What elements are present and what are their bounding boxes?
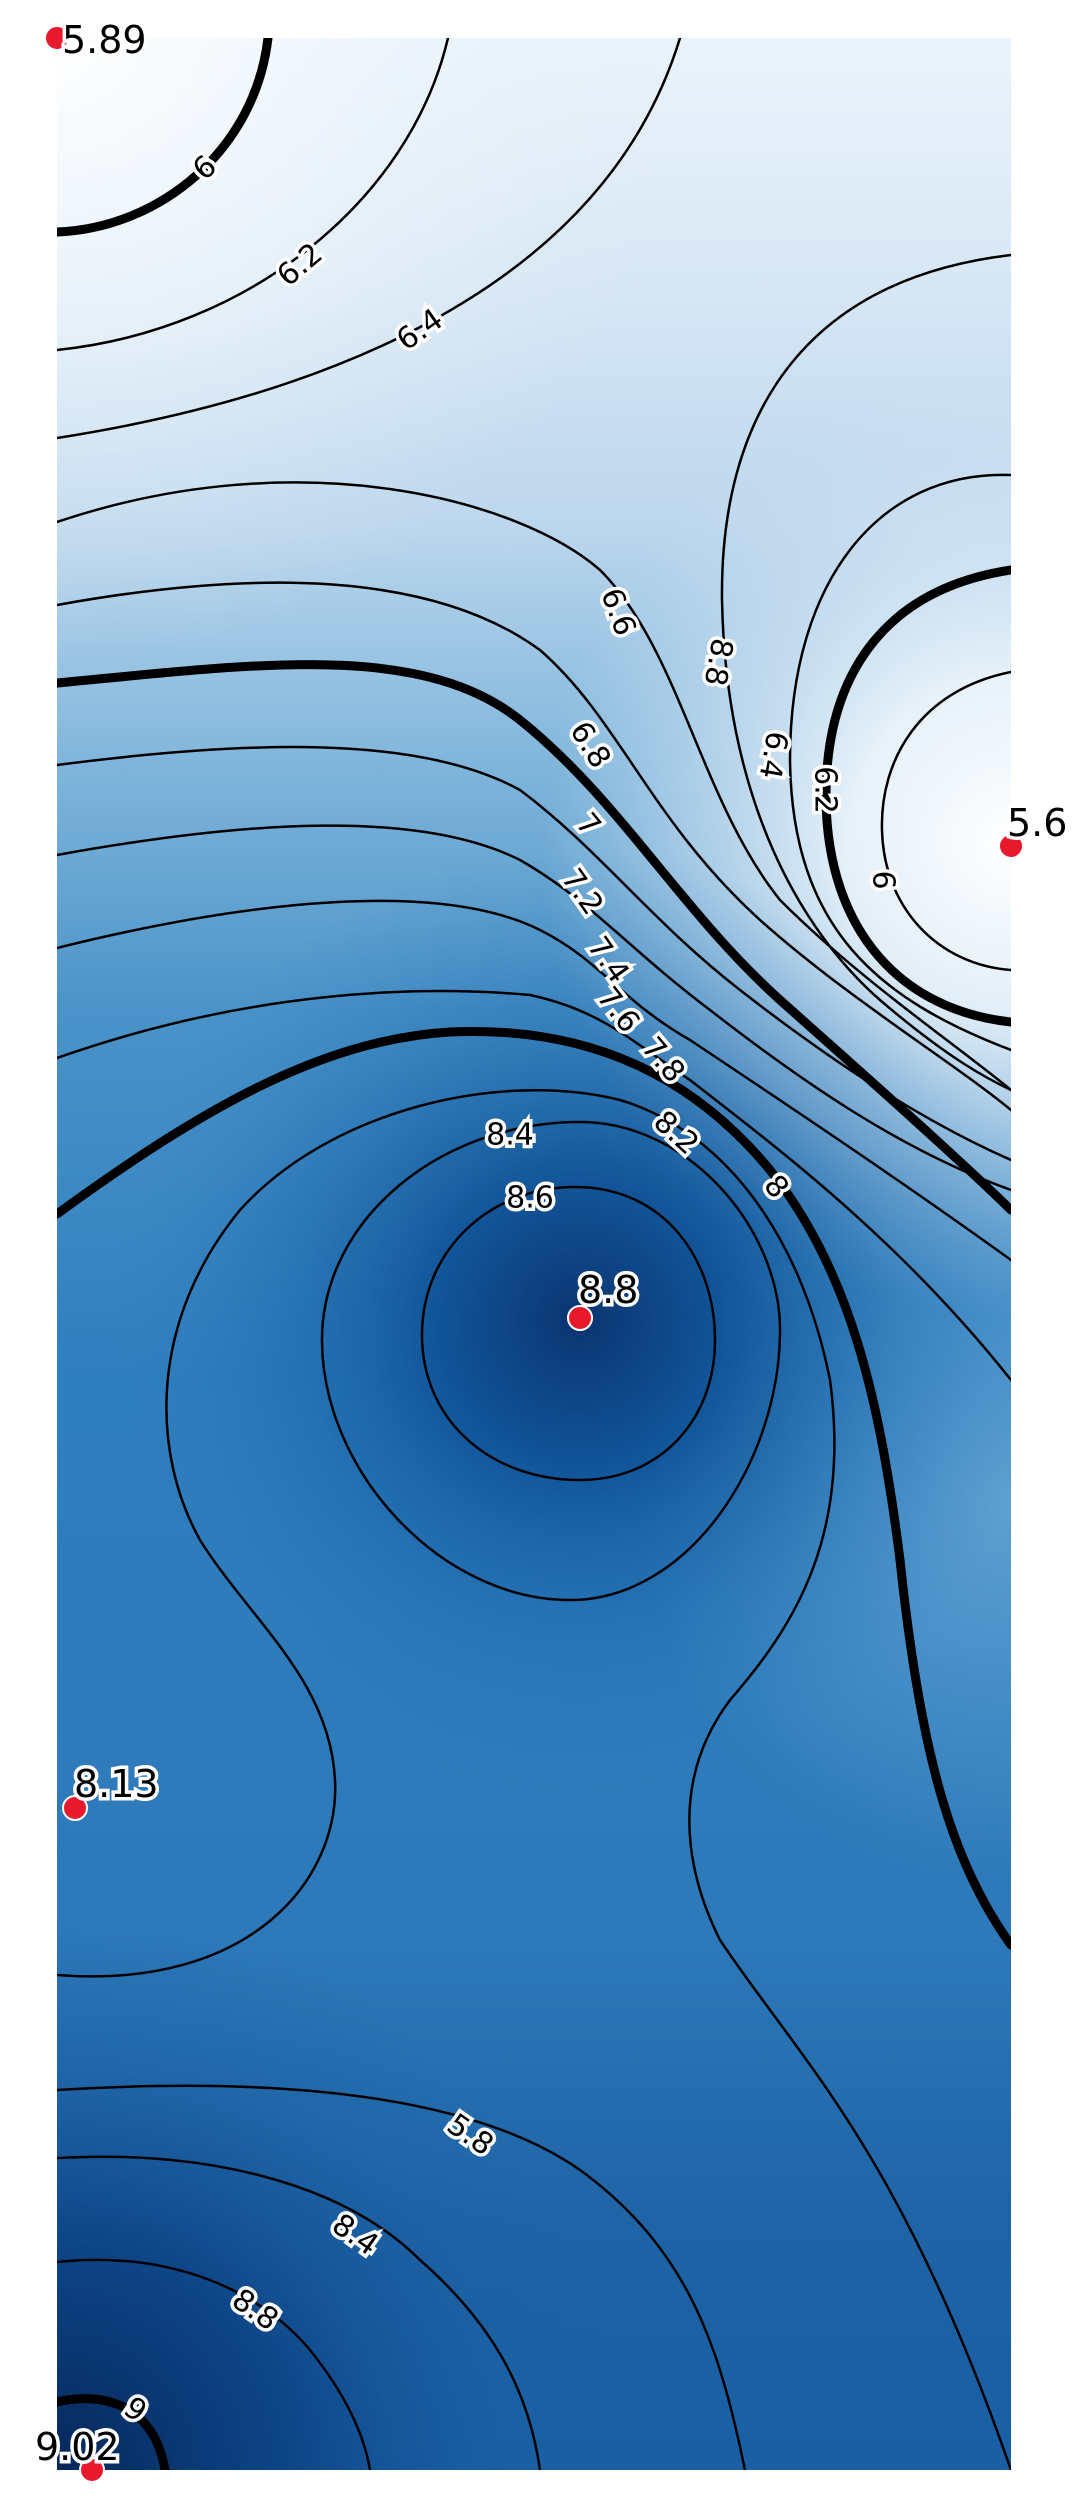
contour-9-bottom [57,2394,170,2470]
contour-6-4-right [720,253,1011,1092]
station-point [79,2457,105,2483]
station-point [62,1795,88,1821]
contour-6-2-top-left [57,38,450,352]
contour-8-6-center [420,1185,717,1482]
contour-6-right [821,565,1011,1027]
contour-5-8-right [880,670,1011,972]
contour-label: 6 [866,870,901,889]
contour-6-top-left [57,38,273,237]
contour-label: 6.2 [808,766,843,814]
contour-8-4-center [320,1120,782,1602]
contour-6-2-right [788,473,1011,1052]
contour-6-4-top-left [57,38,682,440]
station-point [567,1305,593,1331]
station-label: 8.13 [74,1762,159,1806]
contour-label: 8.4 [486,1118,534,1153]
contour-8-2-left [57,1089,1011,2470]
contour-8-4-bottom [57,2084,747,2470]
contour-7-8 [57,989,1011,1382]
station-point [998,833,1024,859]
contour-8 [57,1026,1011,1950]
contour-8-6-bottom [57,2155,542,2470]
contour-6-6 [57,481,1011,1092]
contour-7-2 [57,745,1011,1162]
contour-label: 8.6 [506,1181,554,1216]
station-label: 8.8 [578,1268,638,1312]
contour-7-6 [57,899,1011,1262]
station-label: 5.89 [62,18,147,62]
contour-6-8 [57,581,1011,1112]
contour-lines [57,38,1011,2470]
stations: 5.89 5.6 8.8 8.13 9.02 [32,15,1071,2483]
station-point [44,25,70,51]
contour-7-4 [57,824,1011,1192]
contour-7 [57,660,1011,1215]
contour-8-8-bottom [57,2258,372,2470]
station-label: 5.6 [1007,801,1067,845]
shade-bottom-left [57,38,1011,2470]
station-label: 9.02 [35,2425,120,2469]
